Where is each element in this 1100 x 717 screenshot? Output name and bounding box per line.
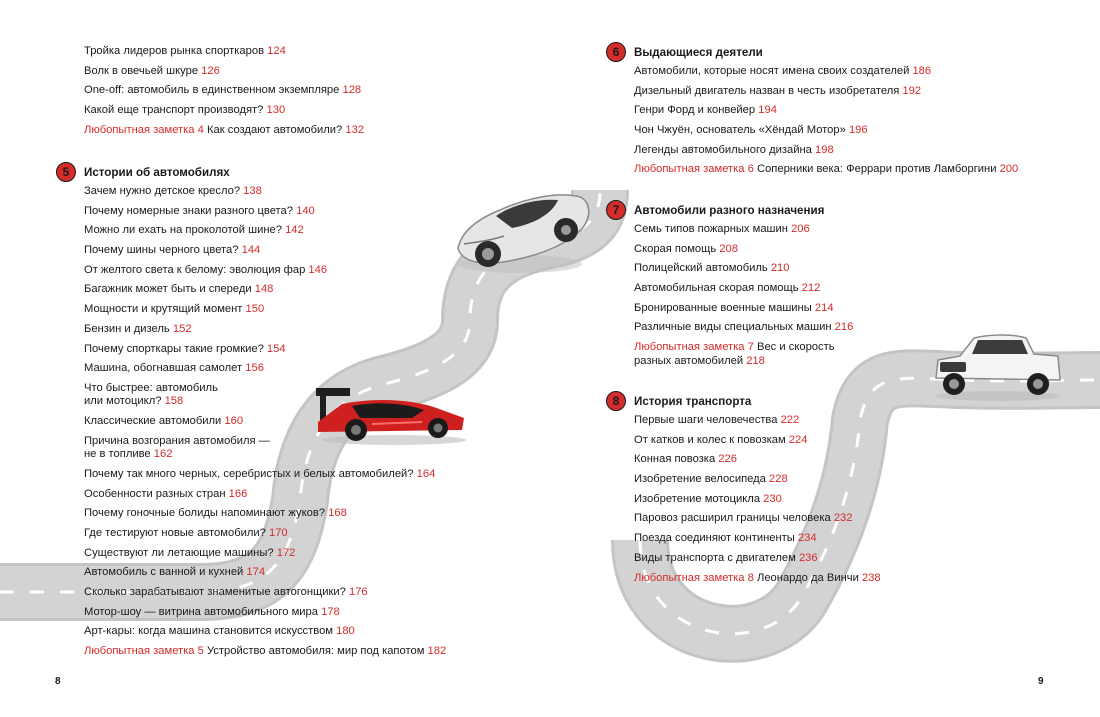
toc-entry[interactable]: Волк в овечьей шкуре 126 [84, 64, 220, 77]
page-number-left: 8 [55, 676, 61, 687]
section-number-badge: 7 [606, 200, 626, 220]
toc-entry[interactable]: Изобретение велосипеда 228 [634, 473, 788, 486]
toc-entry[interactable]: Особенности разных стран 166 [84, 487, 248, 500]
section-title: Выдающиеся деятели [634, 45, 763, 59]
toc-entry[interactable]: Существуют ли летающие машины? 172 [84, 546, 296, 559]
section-title: История транспорта [634, 394, 752, 408]
page-number-right: 9 [1038, 676, 1044, 687]
pickup-truck-image [935, 334, 1061, 401]
toc-entry[interactable]: One-off: автомобиль в единственном экзем… [84, 84, 362, 97]
section-5-heading[interactable]: 5 Истории об автомобилях [56, 162, 230, 182]
toc-entry[interactable]: Почему шины черного цвета? 144 [84, 244, 261, 257]
section-title: Истории об автомобилях [84, 165, 230, 179]
section-7-list: Семь типов пожарных машин 206 Скорая пом… [634, 220, 853, 371]
toc-note-entry[interactable]: Любопытная заметка 6 Соперники века: Фер… [634, 163, 1019, 176]
section-title: Автомобили разного назначения [634, 203, 825, 217]
toc-note-entry[interactable]: Любопытная заметка 5 Устройство автомоби… [84, 645, 447, 658]
section-8-list: Первые шаги человечества 222 От катков и… [634, 411, 881, 588]
toc-entry[interactable]: Полицейский автомобиль 210 [634, 262, 790, 275]
toc-entry[interactable]: Причина возгорания автомобиля —не в топл… [84, 434, 270, 461]
toc-entry[interactable]: Арт-кары: когда машина становится искусс… [84, 625, 355, 638]
toc-entry[interactable]: От катков и колес к повозкам 224 [634, 433, 808, 446]
toc-entry[interactable]: Багажник может быть и спереди 148 [84, 283, 274, 296]
toc-entry[interactable]: Паровоз расширил границы человека 232 [634, 512, 853, 525]
toc-continuation-list: Тройка лидеров рынка спорткаров 124 Волк… [84, 42, 364, 140]
toc-entry[interactable]: Генри Форд и конвейер 194 [634, 104, 777, 117]
toc-entry[interactable]: Виды транспорта с двигателем 236 [634, 551, 818, 564]
toc-entry[interactable]: Первые шаги человечества 222 [634, 414, 800, 426]
toc-entry[interactable]: Зачем нужно детское кресло? 138 [84, 185, 262, 197]
toc-entry[interactable]: Тройка лидеров рынка спорткаров 124 [84, 45, 286, 57]
section-number-badge: 8 [606, 391, 626, 411]
toc-entry[interactable]: Скорая помощь 208 [634, 242, 738, 255]
road-right-marking [638, 376, 1100, 636]
section-number-badge: 5 [56, 162, 76, 182]
section-6-heading[interactable]: 6 Выдающиеся деятели [606, 42, 763, 62]
toc-entry[interactable]: Почему номерные знаки разного цвета? 140 [84, 204, 315, 217]
toc-entry[interactable]: Семь типов пожарных машин 206 [634, 223, 810, 235]
toc-entry[interactable]: Какой еще транспорт производят? 130 [84, 104, 286, 117]
toc-entry[interactable]: Изобретение мотоцикла 230 [634, 492, 782, 505]
section-6-list: Автомобили, которые носят имена своих со… [634, 62, 1018, 180]
road-left-marking [0, 189, 602, 594]
section-7-heading[interactable]: 7 Автомобили разного назначения [606, 200, 824, 220]
section-8-heading[interactable]: 8 История транспорта [606, 391, 751, 411]
toc-entry[interactable]: Дизельный двигатель назван в честь изобр… [634, 84, 922, 97]
race-car-image [316, 388, 466, 445]
toc-entry[interactable]: Автомобили, которые носят имена своих со… [634, 65, 932, 77]
toc-note-entry[interactable]: Любопытная заметка 8 Леонардо да Винчи 2… [634, 571, 881, 584]
toc-entry[interactable]: Классические автомобили 160 [84, 415, 244, 428]
toc-note-entry[interactable]: Любопытная заметка 4 Как создают автомоб… [84, 123, 365, 136]
silver-supercar-image [457, 194, 590, 273]
toc-entry[interactable]: Бронированные военные машины 214 [634, 301, 834, 314]
toc-entry[interactable]: Автомобиль с ванной и кухней 174 [84, 566, 266, 579]
toc-entry[interactable]: Почему спорткары такие громкие? 154 [84, 342, 286, 355]
toc-entry[interactable]: От желтого света к белому: эволюция фар … [84, 263, 328, 276]
toc-entry[interactable]: Почему гоночные болиды напоминают жуков?… [84, 507, 347, 520]
toc-entry[interactable]: Бензин и дизель 152 [84, 322, 192, 335]
toc-entry[interactable]: Автомобильная скорая помощь 212 [634, 282, 821, 295]
toc-entry[interactable]: Мощности и крутящий момент 150 [84, 303, 265, 316]
section-5-list: Зачем нужно детское кресло? 138 Почему н… [84, 182, 446, 662]
toc-entry[interactable]: Легенды автомобильного дизайна 198 [634, 143, 834, 156]
section-number-badge: 6 [606, 42, 626, 62]
toc-entry[interactable]: Поезда соединяют континенты 234 [634, 532, 817, 545]
toc-entry[interactable]: Почему так много черных, серебристых и б… [84, 467, 436, 480]
toc-entry[interactable]: Конная повозка 226 [634, 453, 737, 466]
toc-entry[interactable]: Где тестируют новые автомобили? 170 [84, 527, 288, 539]
toc-entry[interactable]: Сколько зарабатывают знаменитые автогонщ… [84, 586, 368, 599]
toc-entry[interactable]: Мотор-шоу — витрина автомобильного мира … [84, 605, 340, 618]
toc-entry[interactable]: Различные виды специальных машин 216 [634, 321, 854, 334]
toc-entry[interactable]: Чон Чжуён, основатель «Хёндай Мотор» 196 [634, 124, 868, 137]
toc-entry[interactable]: Можно ли ехать на проколотой шине? 142 [84, 224, 304, 237]
toc-entry[interactable]: Машина, обогнавшая самолет 156 [84, 362, 264, 375]
